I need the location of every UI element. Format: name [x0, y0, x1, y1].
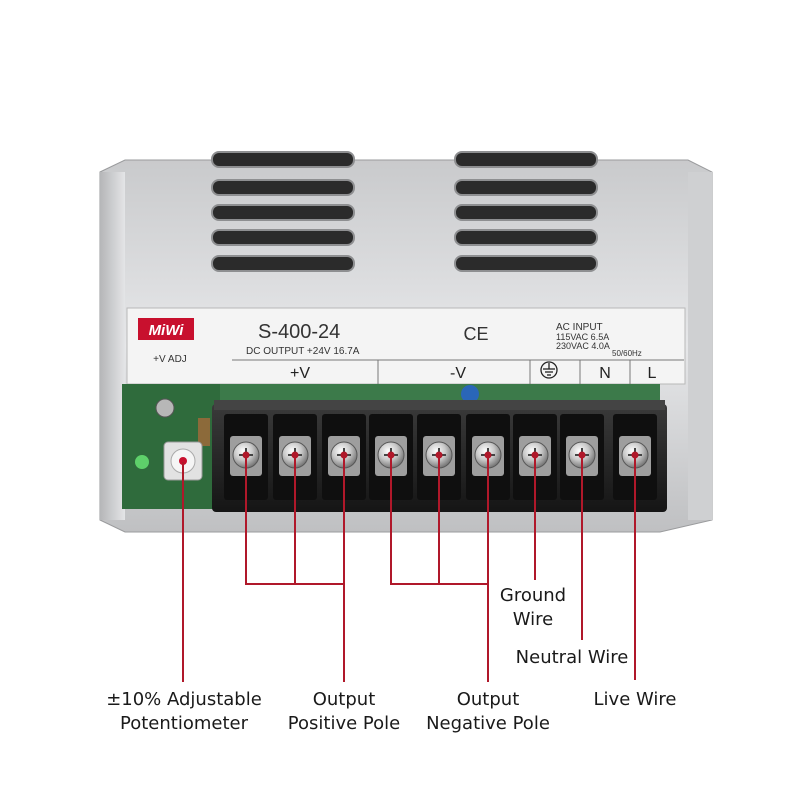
callout-potentiometer: ±10% Adjustable Potentiometer	[104, 688, 264, 736]
pcb-screw-icon	[155, 398, 175, 418]
callout-ground-line2: Wire	[512, 609, 554, 630]
leader-lines	[182, 455, 636, 682]
callout-live-text: Live Wire	[593, 689, 677, 710]
callout-output-positive-line1: Output	[312, 689, 376, 710]
ground-symbol-icon	[540, 361, 558, 379]
model-number: S-400-24	[258, 321, 340, 343]
terminal-label-positive: +V	[290, 365, 310, 382]
callout-output-positive-line2: Positive Pole	[287, 713, 401, 734]
callout-output-negative-line2: Negative Pole	[426, 713, 550, 734]
terminal-label-negative: -V	[450, 365, 466, 382]
ac-input-title: AC INPUT	[556, 322, 603, 333]
callout-neutral-text: Neutral Wire	[515, 647, 629, 668]
adj-label: +V ADJ	[153, 354, 187, 365]
callout-output-negative-line1: Output	[456, 689, 520, 710]
dc-output: DC OUTPUT +24V 16.7A	[246, 346, 360, 357]
ventilation-slots	[211, 151, 598, 272]
brand-name: MiWi	[149, 322, 185, 339]
callout-neutral: Neutral Wire	[512, 646, 632, 670]
frequency: 50/60Hz	[612, 349, 642, 358]
led-icon	[135, 455, 149, 469]
terminal-label-neutral: N	[599, 365, 611, 382]
callout-output-positive: Output Positive Pole	[284, 688, 404, 736]
callout-potentiometer-line1: ±10% Adjustable	[106, 689, 262, 710]
ac-input-230: 230VAC 4.0A	[556, 341, 610, 351]
pcb-board	[122, 384, 660, 509]
callout-ground: Ground Wire	[493, 584, 573, 632]
callout-output-negative: Output Negative Pole	[423, 688, 553, 736]
terminal-screws	[224, 414, 657, 500]
ac-input-115: 115VAC 6.5A	[556, 332, 609, 342]
brand-logo	[138, 318, 194, 340]
potentiometer-icon	[163, 441, 203, 481]
ce-mark: CE	[463, 324, 488, 344]
callout-ground-line1: Ground	[499, 585, 567, 606]
spec-label: MiWi +V ADJ S-400-24 CE DC OUTPUT +24V 1…	[126, 307, 686, 385]
terminal-label-live: L	[648, 365, 657, 382]
callout-live: Live Wire	[588, 688, 682, 712]
callout-potentiometer-line2: Potentiometer	[120, 713, 248, 734]
